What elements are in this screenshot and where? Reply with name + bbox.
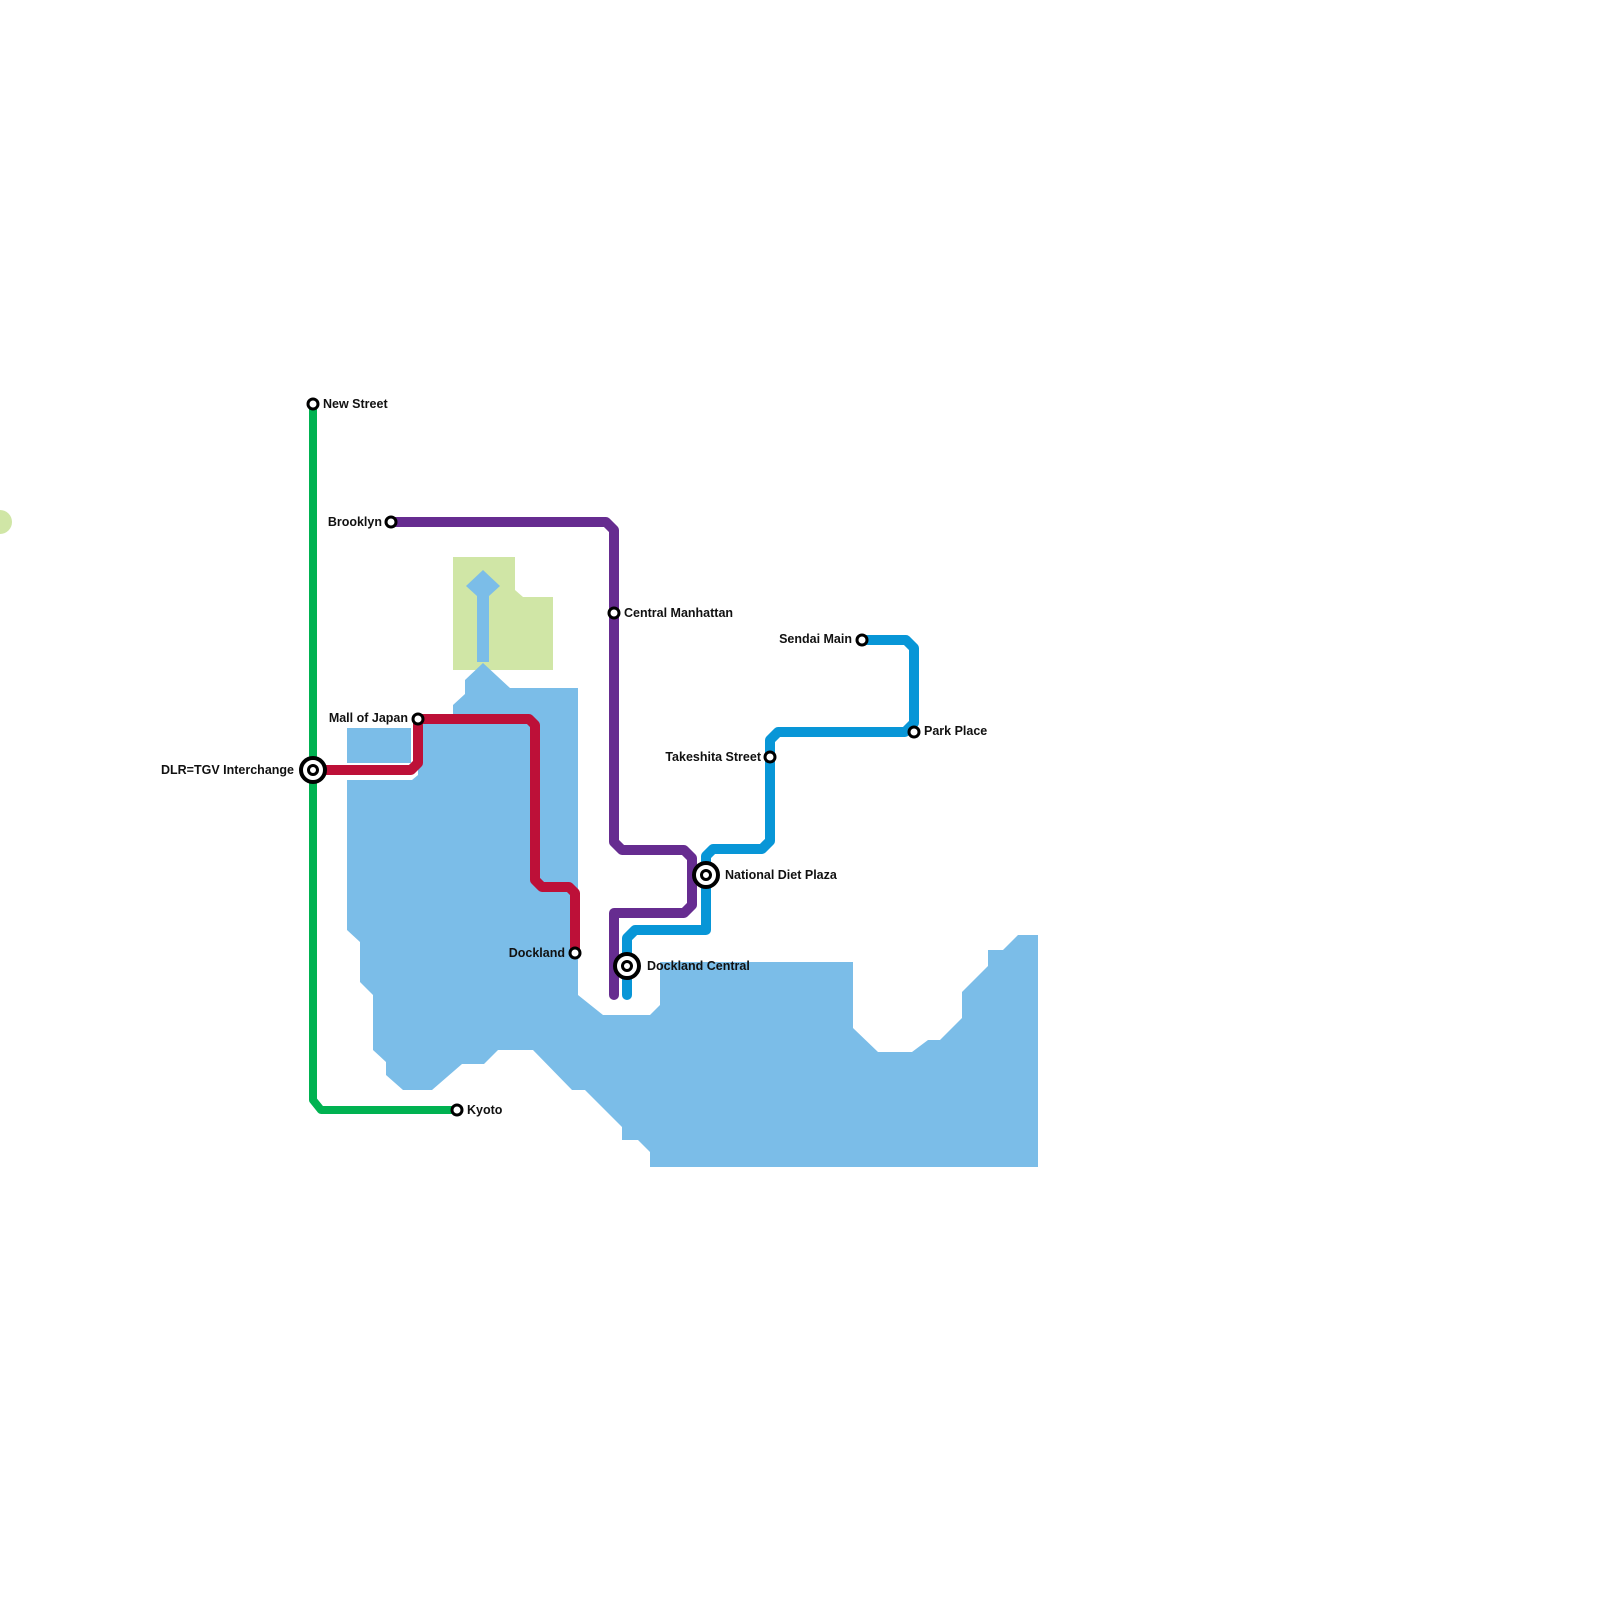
station-new-street[interactable] bbox=[306, 397, 320, 411]
station-sendai-main[interactable] bbox=[855, 633, 869, 647]
park-area bbox=[453, 557, 553, 670]
label-park-place: Park Place bbox=[924, 724, 987, 738]
park-area bbox=[0, 510, 12, 534]
label-brooklyn: Brooklyn bbox=[328, 515, 382, 529]
label-mall-of-japan: Mall of Japan bbox=[329, 711, 408, 725]
blue-line bbox=[622, 635, 919, 1000]
label-new-street: New Street bbox=[323, 397, 388, 411]
label-dockland: Dockland bbox=[509, 946, 565, 960]
station-brooklyn[interactable] bbox=[384, 515, 398, 529]
label-central-manhattan: Central Manhattan bbox=[624, 606, 733, 620]
label-sendai-main: Sendai Main bbox=[779, 632, 852, 646]
red-line bbox=[313, 714, 580, 953]
purple-line bbox=[386, 517, 697, 1000]
label-national-diet-plaza: National Diet Plaza bbox=[725, 868, 838, 882]
station-mall-of-japan[interactable] bbox=[411, 712, 425, 726]
station-dockland[interactable] bbox=[568, 946, 582, 960]
green-line bbox=[309, 404, 457, 1114]
label-takeshita-street: Takeshita Street bbox=[665, 750, 761, 764]
label-kyoto: Kyoto bbox=[467, 1103, 503, 1117]
label-dlr-tgv-interchange: DLR=TGV Interchange bbox=[161, 763, 294, 777]
interchange-dockland-central[interactable] bbox=[613, 952, 641, 980]
station-central-manhattan[interactable] bbox=[607, 606, 621, 620]
interchange-dlr-tgv[interactable] bbox=[299, 756, 327, 784]
station-park-place[interactable] bbox=[907, 725, 921, 739]
station-kyoto[interactable] bbox=[450, 1103, 464, 1117]
label-dockland-central: Dockland Central bbox=[647, 959, 750, 973]
water-body bbox=[347, 570, 1038, 1167]
station-takeshita-street[interactable] bbox=[763, 750, 777, 764]
interchange-national-diet-plaza[interactable] bbox=[692, 861, 720, 889]
